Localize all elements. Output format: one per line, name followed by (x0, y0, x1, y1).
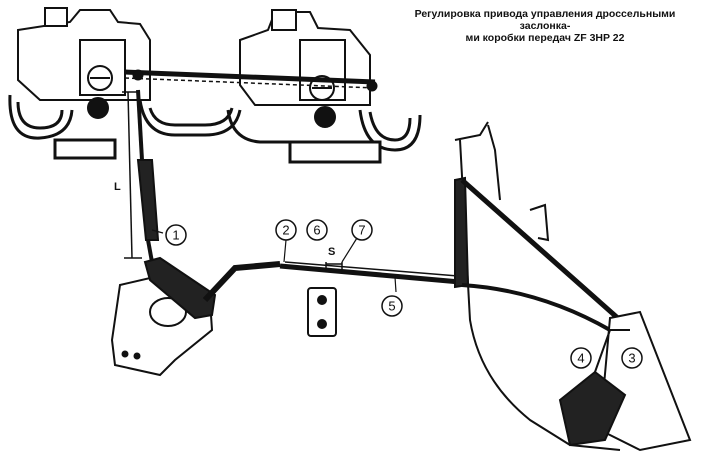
callout-circle-7 (351, 219, 373, 241)
bell-crank (143, 256, 217, 320)
callout-circle-1 (165, 224, 187, 246)
adjuster-s: S (325, 246, 343, 272)
horizontal-rod (202, 261, 461, 303)
callout-label-5: 5 (388, 299, 395, 314)
dimension-s-label: S (328, 246, 335, 258)
mounting-plate (307, 287, 337, 337)
firewall-panel (454, 121, 621, 451)
carburetor-right (239, 9, 371, 128)
callout-circle-4 (570, 347, 592, 369)
right-lever (454, 176, 622, 332)
callout-label-3: 3 (628, 351, 635, 366)
transmission-housing (558, 310, 692, 452)
callout-label-1: 1 (172, 228, 179, 243)
exhaust-manifold (8, 94, 422, 164)
carburetor-link-rod (124, 69, 378, 92)
carburetor-left (17, 7, 151, 119)
callout-label-7: 7 (358, 223, 365, 238)
callout-circle-3 (621, 347, 643, 369)
callouts: 1 2 6 7 5 4 3 (151, 219, 643, 369)
callout-label-4: 4 (577, 351, 584, 366)
callout-circle-6 (306, 219, 328, 241)
caption-line-1: Регулировка привода управления дроссельн… (414, 8, 676, 32)
dimension-l: L (114, 91, 142, 259)
callout-circle-5 (381, 295, 403, 317)
caption-line-2: ми коробки передач ZF 3HP 22 (465, 32, 625, 44)
callout-label-6: 6 (313, 223, 320, 238)
callout-circle-2 (275, 219, 297, 241)
callout-label-2: 2 (282, 223, 289, 238)
vertical-rod (136, 89, 160, 263)
dimension-l-label: L (114, 181, 121, 193)
figure-caption: Регулировка привода управления дроссельн… (395, 8, 695, 44)
